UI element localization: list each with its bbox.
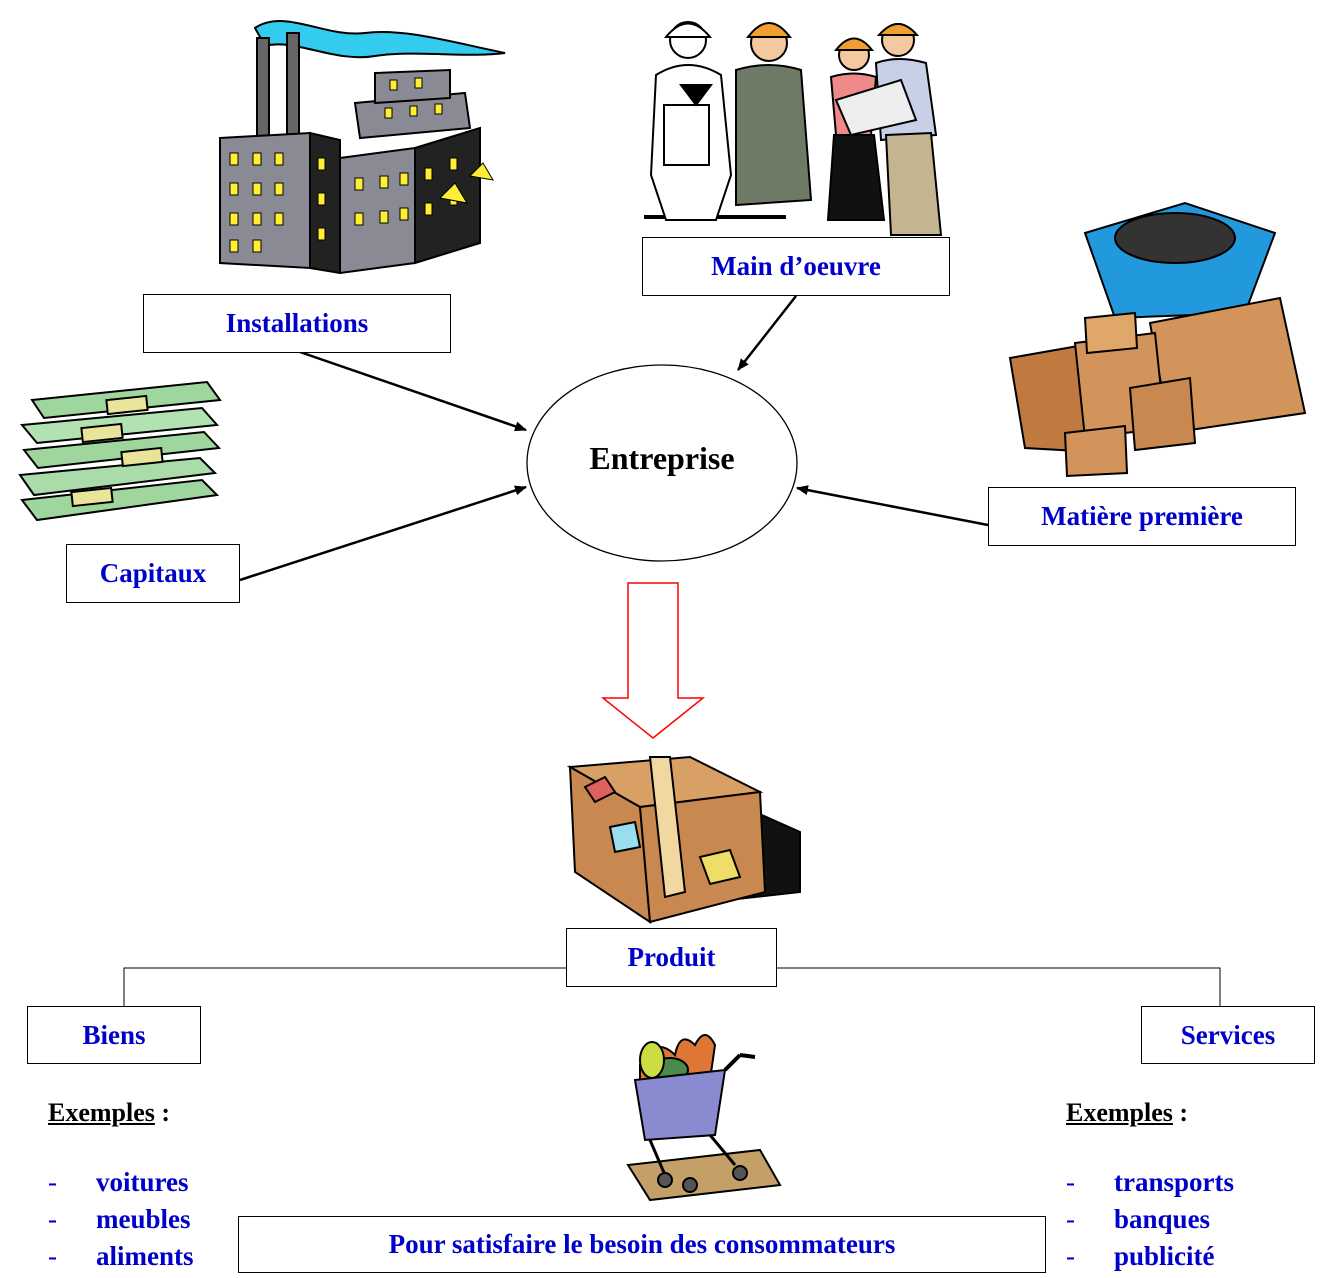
example-right-1: transports (1114, 1167, 1234, 1197)
connector-biens (123, 967, 566, 1006)
biens-box: Biens (27, 1006, 201, 1064)
examples-left-title: Exemples : (48, 1098, 170, 1128)
example-left-3: aliments (96, 1241, 194, 1271)
money-stack-icon (18, 380, 222, 522)
package-icon (566, 755, 801, 924)
arrow-capitaux (239, 485, 527, 582)
example-left-2: meubles (96, 1204, 191, 1234)
besoin-box: Pour satisfaire le besoin des consommate… (238, 1216, 1046, 1273)
arrow-main-oeuvre (737, 295, 797, 371)
capitaux-box: Capitaux (66, 544, 240, 603)
factory-icon (219, 20, 506, 275)
entreprise-ellipse (526, 364, 798, 562)
arrow-installations (299, 350, 527, 432)
examples-left-title-text: Exemples (48, 1098, 155, 1127)
services-box: Services (1141, 1006, 1315, 1064)
produit-box: Produit (566, 928, 777, 987)
matiere-box: Matière première (988, 487, 1296, 546)
arrow-matiere (796, 485, 989, 527)
shopping-cart-icon (626, 1034, 782, 1202)
examples-right-title-text: Exemples (1066, 1098, 1173, 1127)
examples-right-title: Exemples : (1066, 1098, 1188, 1128)
connector-services (777, 967, 1221, 1006)
examples-left-colon: : (154, 1098, 171, 1127)
main-oeuvre-box: Main d’oeuvre (642, 237, 950, 296)
entreprise-label: Entreprise (589, 440, 735, 476)
raw-materials-icon (1008, 201, 1307, 478)
examples-right-colon: : (1172, 1098, 1189, 1127)
workers-icon (644, 21, 943, 236)
example-right-3: publicité (1114, 1241, 1215, 1271)
example-left-1: voitures (96, 1167, 189, 1197)
example-right-2: banques (1114, 1204, 1211, 1234)
installations-box: Installations (143, 294, 451, 353)
output-arrow (600, 582, 706, 739)
